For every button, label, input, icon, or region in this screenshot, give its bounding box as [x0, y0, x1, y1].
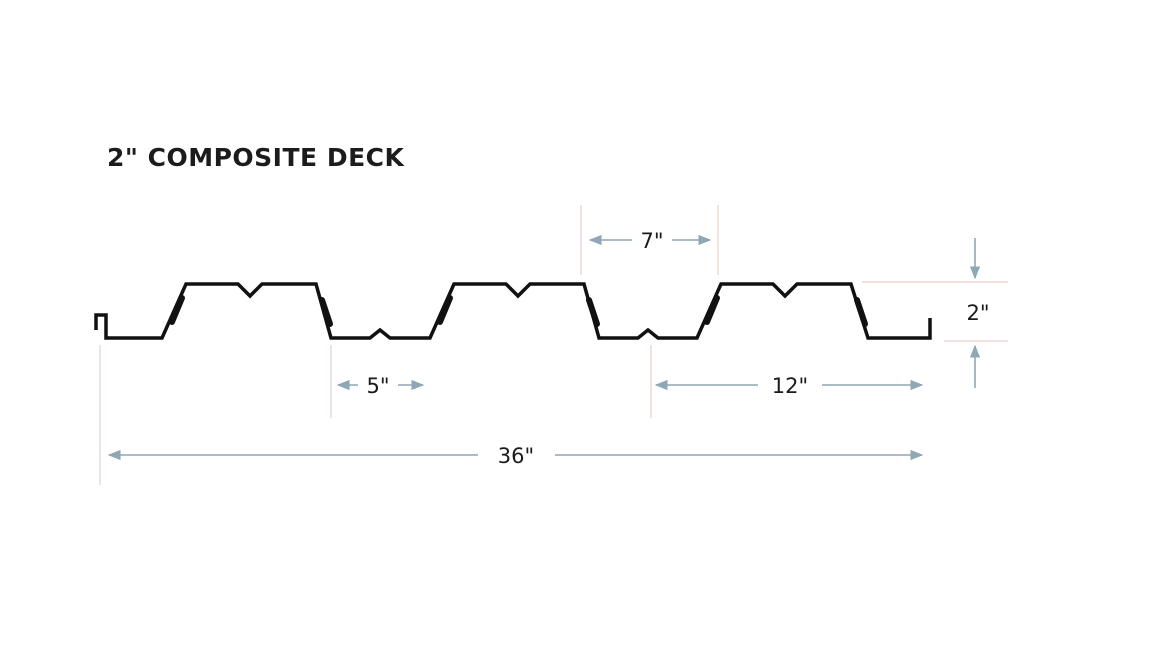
- dim-label-5in: 5": [366, 374, 389, 398]
- deck-profile: [94, 282, 932, 340]
- dim-label-7in: 7": [640, 229, 663, 253]
- dim-label-2in: 2": [966, 301, 989, 325]
- dim-label-12in: 12": [772, 374, 808, 398]
- diagram-title: 2" COMPOSITE DECK: [107, 143, 405, 172]
- web-embossments: [169, 295, 868, 327]
- dim-label-36in: 36": [498, 444, 534, 468]
- extension-lines: [99, 205, 1008, 485]
